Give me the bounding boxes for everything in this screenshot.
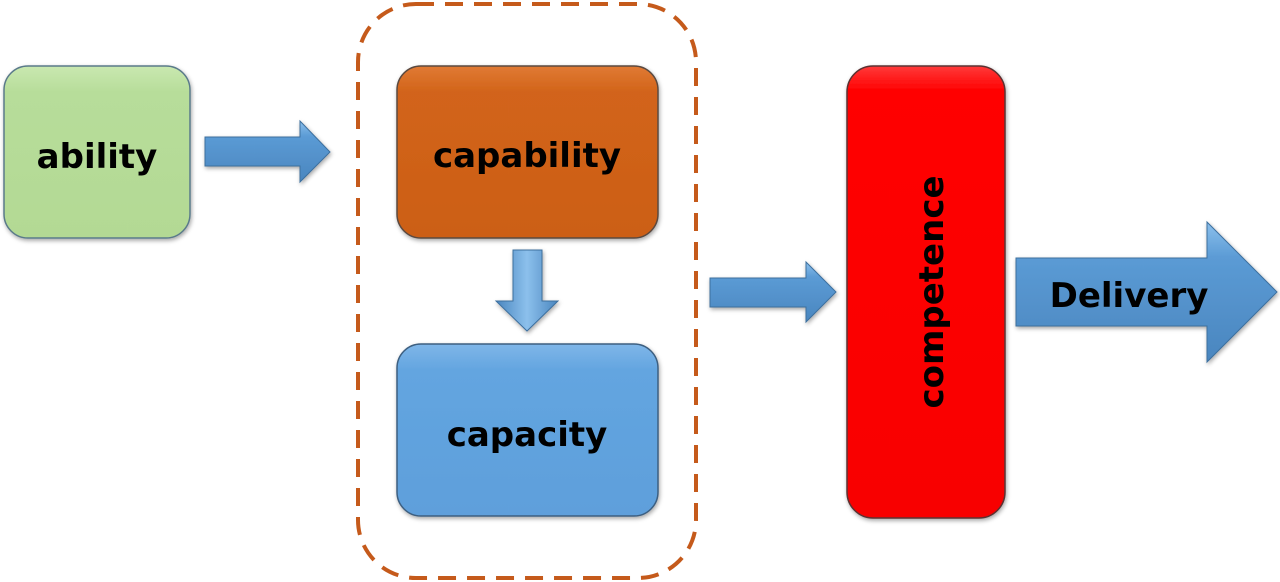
node-capability[interactable]: [396, 65, 659, 239]
delivery-label: Delivery: [1050, 276, 1209, 316]
node-capability-label: capability: [433, 136, 621, 176]
arrow-capability-to-capacity: [494, 249, 560, 332]
group-container: [356, 2, 698, 580]
node-ability-label: ability: [37, 137, 158, 177]
node-competence-label: competence: [912, 175, 952, 408]
node-capacity[interactable]: [396, 343, 659, 517]
node-ability[interactable]: [3, 65, 191, 239]
arrow-delivery: [1015, 220, 1278, 364]
node-competence[interactable]: [846, 65, 1006, 519]
arrow-group-to-competence: [709, 260, 837, 324]
node-capacity-label: capacity: [447, 415, 608, 455]
arrow-ability-to-group: [204, 119, 331, 184]
